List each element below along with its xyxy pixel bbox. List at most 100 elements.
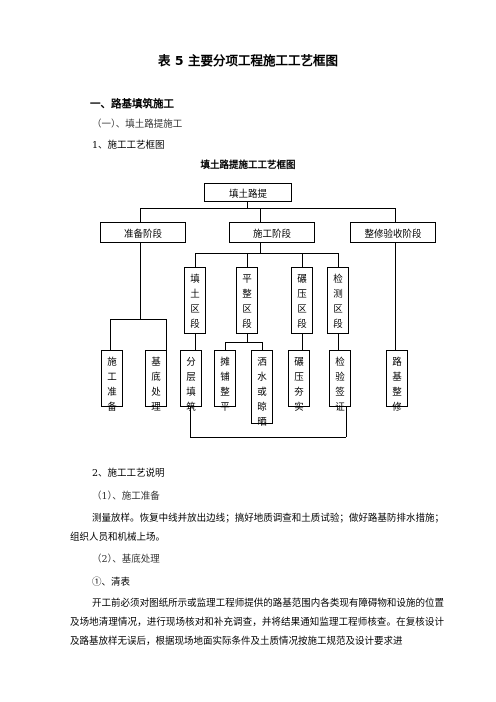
vertical-char: 区 — [242, 304, 252, 315]
page-title: 表 5 主要分项工程施工工艺框图 — [158, 53, 338, 68]
vertical-char: 压 — [297, 289, 307, 300]
connector — [247, 201, 248, 209]
vertical-char: 筑 — [186, 402, 196, 413]
vertical-char: 晾 — [257, 402, 267, 413]
step-box-prep: 施工准备 — [101, 350, 123, 413]
connector — [338, 253, 339, 267]
item-heading: 1、施工工艺框图 — [92, 140, 165, 151]
connector — [346, 407, 347, 437]
vertical-char: 工 — [107, 372, 117, 383]
vertical-char: 基 — [392, 372, 402, 383]
flowchart-root-label: 填土路提 — [228, 188, 267, 200]
vertical-char: 填 — [190, 274, 200, 285]
connector — [166, 319, 167, 350]
vertical-char: 验 — [335, 372, 345, 383]
connector — [140, 208, 141, 222]
vertical-char: 签 — [335, 387, 345, 398]
vertical-char: 测 — [333, 289, 343, 300]
step-box-water: 洒水或晾晒 — [251, 350, 273, 428]
vertical-char: 区 — [297, 304, 307, 315]
vertical-char: 分 — [186, 357, 196, 368]
connector — [262, 342, 263, 350]
vertical-char: 夯 — [294, 387, 304, 398]
subsection-base: （2）、基底处理 — [92, 554, 160, 565]
zone-box-inspect: 检测区段 — [327, 267, 349, 334]
connector — [302, 334, 303, 350]
step-box-repair: 路基整修 — [386, 350, 408, 413]
phase-box-prep: 准备阶段 — [100, 222, 186, 243]
vertical-char: 摊 — [220, 357, 230, 368]
flowchart-title: 填土路提施工工艺框图 — [200, 160, 296, 171]
vertical-char: 层 — [186, 372, 196, 383]
vertical-char: 底 — [151, 372, 161, 383]
vertical-char: 碾 — [297, 274, 307, 285]
connector — [247, 253, 248, 267]
connector — [140, 208, 395, 209]
zone-box-level: 平整区段 — [236, 267, 258, 334]
flowchart-root-box: 填土路提 — [204, 183, 292, 202]
connector — [225, 342, 226, 350]
connector — [247, 334, 248, 342]
vertical-char: 整 — [242, 289, 252, 300]
step-box-spread: 摊铺整平 — [214, 350, 236, 413]
vertical-char: 修 — [392, 402, 402, 413]
vertical-char: 碾 — [294, 357, 304, 368]
vertical-char: 基 — [151, 357, 161, 368]
vertical-char: 检 — [333, 274, 343, 285]
step-box-roll: 碾压夯实 — [288, 350, 310, 413]
connector — [395, 243, 396, 350]
connector — [395, 208, 396, 222]
vertical-char: 段 — [242, 319, 252, 330]
connector — [140, 243, 141, 319]
vertical-char: 路 — [392, 357, 402, 368]
vertical-char: 实 — [294, 402, 304, 413]
subsection-heading: （一）、填土路提施工 — [92, 119, 183, 130]
vertical-char: 段 — [190, 319, 200, 330]
connector — [302, 253, 303, 267]
phase-box-acceptance: 整修验收阶段 — [350, 222, 436, 243]
item-heading-2: 2、施工工艺说明 — [92, 468, 165, 479]
vertical-char: 施 — [107, 357, 117, 368]
item-clear: ①、清表 — [92, 577, 131, 588]
paragraph-prep: 测量放样。恢复中线并放出边线；搞好地质调查和土质试验；做好路基防排水措施；组织人… — [70, 513, 444, 543]
vertical-char: 整 — [392, 387, 402, 398]
vertical-char: 检 — [335, 357, 345, 368]
vertical-char: 段 — [297, 319, 307, 330]
vertical-char: 整 — [220, 387, 230, 398]
phase-box-construction: 施工阶段 — [229, 222, 315, 243]
step-box-base: 基底处理 — [145, 350, 167, 413]
vertical-char: 证 — [335, 402, 345, 413]
connector — [195, 253, 338, 254]
vertical-char: 晒 — [257, 417, 267, 428]
connector — [225, 342, 263, 343]
vertical-char: 平 — [242, 274, 252, 285]
connector — [338, 334, 339, 350]
subsection-prep: （1）、施工准备 — [92, 491, 160, 502]
vertical-char: 区 — [333, 304, 343, 315]
section-heading: 一、路基填筑施工 — [90, 98, 174, 110]
connector — [110, 319, 111, 350]
vertical-char: 土 — [190, 289, 200, 300]
connector — [195, 334, 196, 350]
vertical-char: 备 — [107, 402, 117, 413]
connector — [195, 253, 196, 267]
phase-label: 整修验收阶段 — [364, 228, 422, 240]
vertical-char: 段 — [333, 319, 343, 330]
vertical-char: 处 — [151, 387, 161, 398]
paragraph-clear: 开工前必须对图纸所示或监理工程师提供的路基范围内各类现有障碍物和设施的位置及场地… — [70, 598, 444, 647]
phase-label: 施工阶段 — [252, 228, 291, 240]
phase-label: 准备阶段 — [123, 228, 162, 240]
connector — [110, 319, 166, 320]
connector — [190, 437, 346, 438]
vertical-char: 洒 — [257, 357, 267, 368]
vertical-char: 理 — [151, 402, 161, 413]
vertical-char: 铺 — [220, 372, 230, 383]
zone-box-compact: 碾压区段 — [291, 267, 313, 334]
connector — [190, 407, 191, 437]
zone-box-fill: 填土区段 — [184, 267, 206, 334]
step-box-layer: 分层填筑 — [180, 350, 202, 413]
connector — [260, 243, 261, 253]
vertical-char: 压 — [294, 372, 304, 383]
vertical-char: 平 — [220, 402, 230, 413]
vertical-char: 水 — [257, 372, 267, 383]
